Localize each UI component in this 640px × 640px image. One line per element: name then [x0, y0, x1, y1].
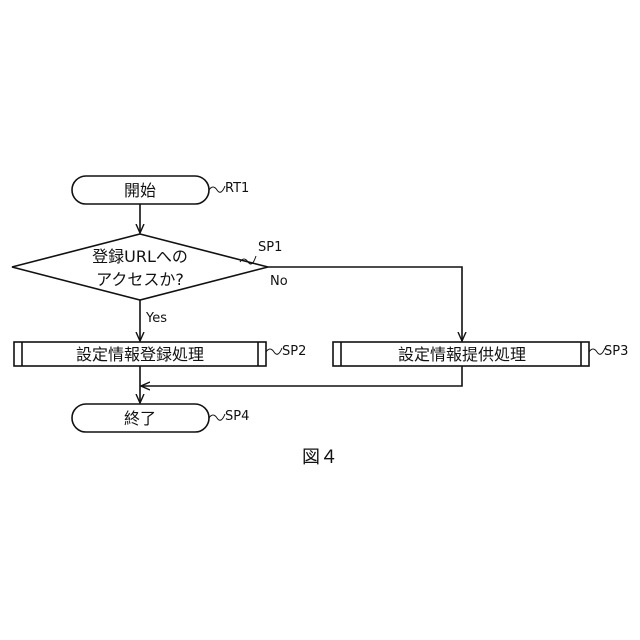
end-ref-leader — [209, 414, 225, 420]
decision-line1: 登録URLへの — [92, 247, 188, 266]
end-ref: SP4 — [225, 409, 249, 424]
figure-caption: 図４ — [302, 447, 338, 468]
connector-no — [268, 267, 462, 341]
connector-provide-merge — [141, 366, 462, 386]
decision-diamond — [12, 234, 268, 300]
process-provide-ref-leader — [589, 348, 605, 354]
process-register-ref-leader — [266, 348, 282, 354]
end-label: 終了 — [124, 409, 156, 428]
decision-ref: SP1 — [258, 240, 282, 255]
start-ref-leader — [209, 186, 225, 192]
yes-label: Yes — [145, 311, 167, 326]
process-register-label: 設定情報登録処理 — [76, 345, 204, 364]
process-provide-ref: SP3 — [604, 344, 628, 359]
process-register-ref: SP2 — [282, 344, 306, 359]
decision-line2: アクセスか? — [96, 270, 184, 289]
start-ref: RT1 — [225, 181, 249, 196]
process-provide-label: 設定情報提供処理 — [398, 345, 526, 364]
no-label: No — [270, 274, 288, 289]
start-label: 開始 — [124, 181, 156, 200]
